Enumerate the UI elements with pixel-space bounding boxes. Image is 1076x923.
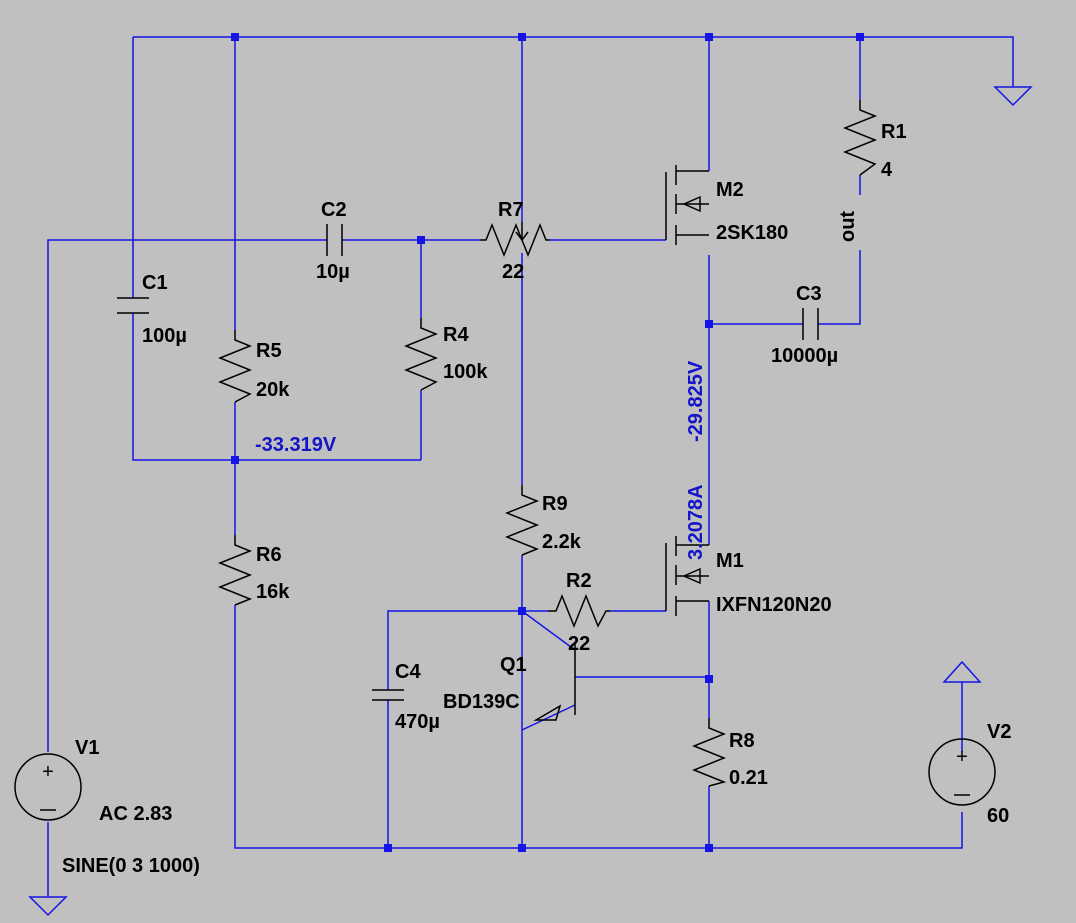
r2-name: R2 [566,570,592,592]
potentiometer-r7 [480,222,550,258]
v2-name: V2 [987,721,1011,743]
node-voltage-label: -33.319V [255,434,337,456]
q1-value: BD139C [443,691,520,713]
ground-symbol-top [993,86,1033,107]
resistor-r8 [691,718,727,787]
q1-name: Q1 [500,654,527,676]
r6-value: 16k [256,581,290,603]
c3-value: 10000µ [771,345,838,367]
m2-value: 2SK180 [716,222,788,244]
m2-name: M2 [716,179,744,201]
c2-name: C2 [321,199,347,221]
c1-name: C1 [142,272,168,294]
m1-value: IXFN120N20 [716,594,832,616]
capacitor-c2 [326,224,343,256]
wires [47,36,1014,849]
mosfet-m1 [665,536,709,616]
c3-name: C3 [796,283,822,305]
c2-value: 10µ [316,261,350,283]
v2-value: 60 [987,805,1009,827]
r1-value: 4 [881,159,893,181]
r4-name: R4 [443,324,469,346]
resistor-r1 [842,100,878,176]
svg-text:+: + [956,746,968,768]
v1-value: AC 2.83 [99,803,172,825]
resistor-r5 [217,330,253,403]
v1-name: V1 [75,737,99,759]
c4-name: C4 [395,661,421,683]
mosfet-m2 [665,165,709,245]
c1-value: 100µ [142,325,187,347]
r7-value: 22 [502,261,524,283]
r5-name: R5 [256,340,282,362]
current-label: 3.2078A [685,484,707,560]
r7-name: R7 [498,199,524,221]
resistor-r2 [548,593,610,629]
capacitor-c3 [802,308,819,340]
r4-value: 100k [443,361,488,383]
c4-value: 470µ [395,711,440,733]
r2-value: 22 [568,633,590,655]
r1-name: R1 [881,121,907,143]
r6-name: R6 [256,544,282,566]
resistor-r6 [217,535,253,606]
r9-value: 2.2k [542,531,582,553]
v1-sine-value: SINE(0 3 1000) [62,855,200,877]
junctions [231,33,864,852]
drain-voltage-label: -29.825V [685,360,707,442]
resistor-r4 [403,318,439,391]
r9-name: R9 [542,493,568,515]
voltage-source-v1: + [14,753,82,821]
m1-name: M1 [716,550,744,572]
supply-arrow-v2 [942,660,982,683]
capacitor-c1 [117,297,149,314]
ground-symbol-v1 [28,822,68,917]
resistor-r9 [504,485,540,556]
r8-name: R8 [729,730,755,752]
svg-text:+: + [42,761,54,783]
transistor-q1 [533,642,576,721]
r8-value: 0.21 [729,767,768,789]
net-label-out: out [837,211,859,242]
voltage-source-v2: + [928,738,996,806]
r5-value: 20k [256,379,290,401]
capacitor-c4 [372,689,404,701]
